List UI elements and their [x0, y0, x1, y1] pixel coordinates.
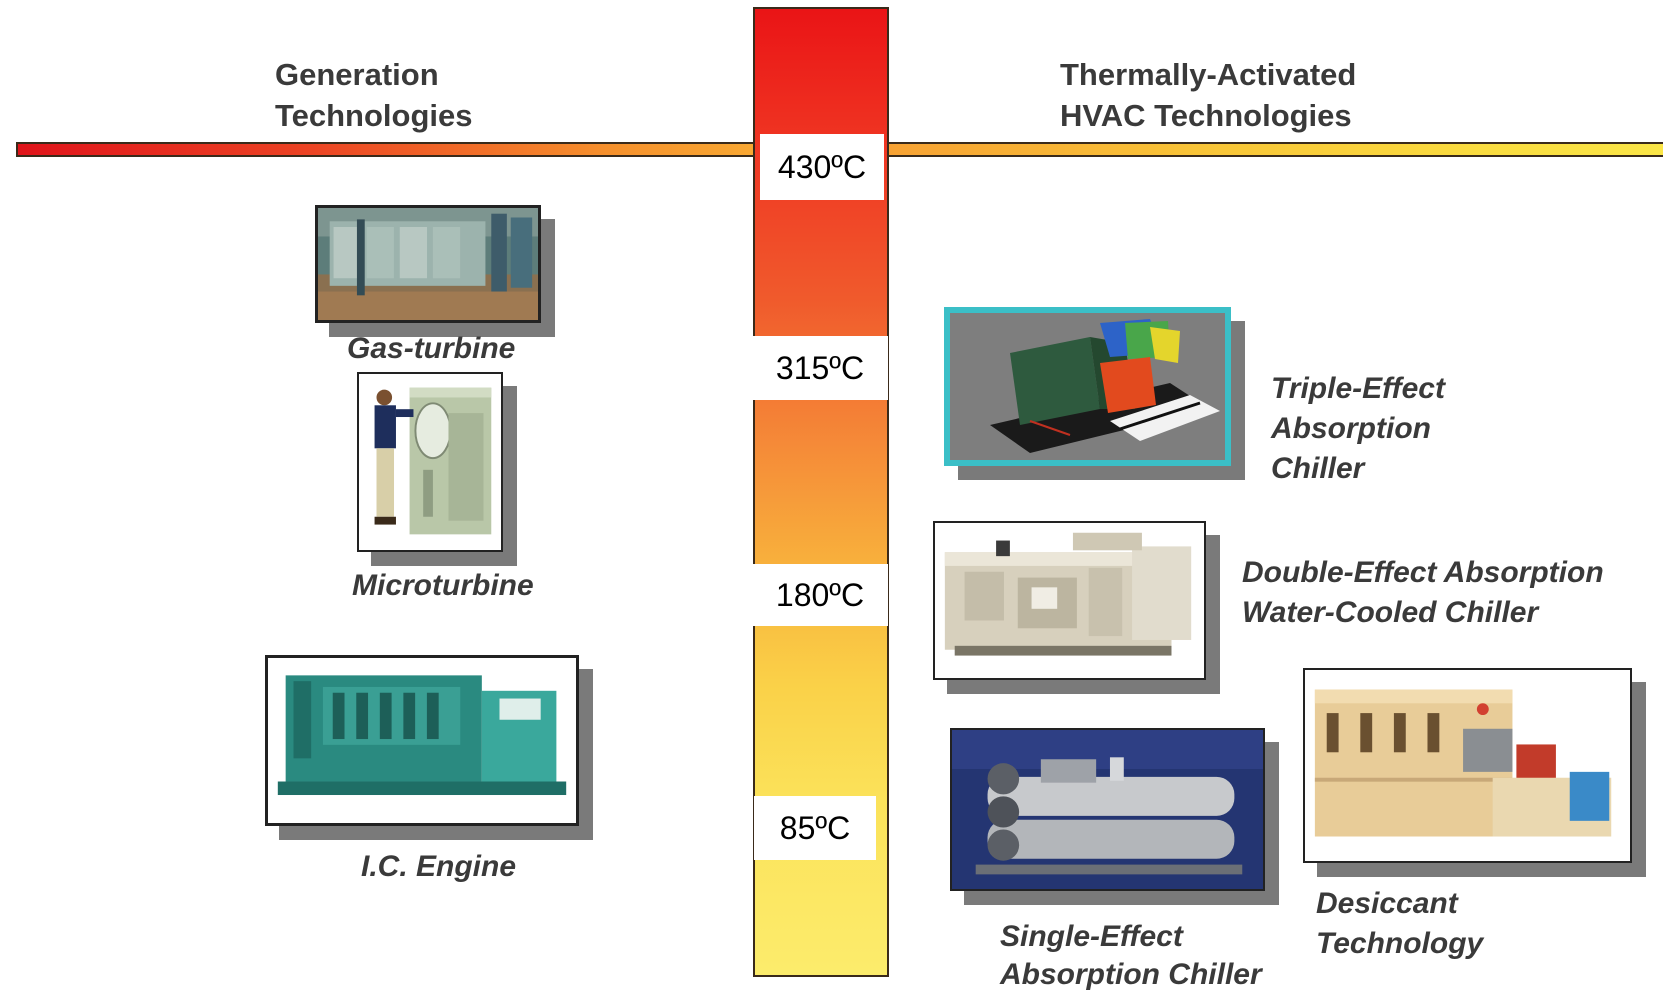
heading-line: HVAC Technologies: [1060, 98, 1352, 133]
caption-line: Water-Cooled Chiller: [1242, 596, 1539, 629]
caption-line: Absorption: [1271, 412, 1431, 445]
microturbine-image: [357, 372, 503, 552]
temperature-label-430: 430ºC: [760, 134, 884, 200]
temperature-label-180: 180ºC: [752, 564, 888, 626]
horizontal-gradient-bar-left: [16, 142, 756, 157]
ic-engine-image: [265, 655, 579, 826]
caption-line: Double-Effect Absorption: [1242, 556, 1604, 589]
thermally-activated-hvac-heading: Thermally-Activated HVAC Technologies: [1060, 54, 1356, 136]
caption-line: Triple-Effect: [1271, 372, 1445, 405]
gas-turbine-image: [315, 205, 541, 323]
gas-turbine-caption: Gas-turbine: [347, 329, 515, 369]
caption-line: I.C. Engine: [361, 850, 517, 883]
caption-line: Desiccant: [1316, 887, 1458, 920]
single-effect-chiller-image: [950, 728, 1265, 891]
caption-line: Absorption Chiller: [1000, 958, 1262, 991]
heading-line: Generation: [275, 57, 439, 92]
caption-line: Gas-turbine: [347, 332, 516, 365]
ic-engine-caption: I.C. Engine: [361, 847, 516, 887]
desiccant-caption: Desiccant Technology: [1316, 884, 1483, 964]
caption-line: Chiller: [1271, 452, 1365, 485]
caption-line: Single-Effect: [1000, 920, 1183, 953]
double-effect-caption: Double-Effect Absorption Water-Cooled Ch…: [1242, 553, 1604, 633]
horizontal-gradient-bar-right: [886, 142, 1663, 157]
single-effect-caption: Single-Effect Absorption Chiller: [1000, 918, 1262, 994]
triple-effect-chiller-image: [944, 307, 1231, 466]
microturbine-caption: Microturbine: [352, 566, 534, 606]
heading-line: Technologies: [275, 98, 473, 133]
double-effect-chiller-image: [933, 521, 1206, 680]
desiccant-technology-image: [1303, 668, 1632, 863]
generation-technologies-heading: Generation Technologies: [275, 54, 473, 136]
triple-effect-caption: Triple-Effect Absorption Chiller: [1271, 369, 1445, 489]
heading-line: Thermally-Activated: [1060, 57, 1357, 92]
caption-line: Microturbine: [352, 569, 534, 602]
caption-line: Technology: [1316, 927, 1484, 960]
temperature-label-315: 315ºC: [752, 336, 888, 400]
temperature-label-85: 85ºC: [754, 796, 876, 860]
